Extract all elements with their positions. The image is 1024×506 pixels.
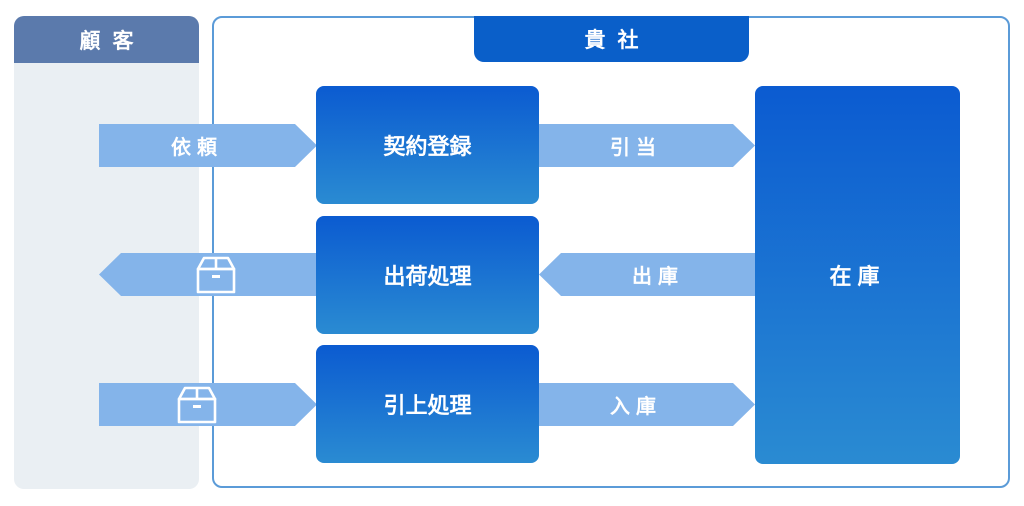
issue-arrow: 出庫 <box>539 253 755 296</box>
allocate-arrow: 引当 <box>539 124 755 167</box>
inventory-box: 在庫 <box>755 86 960 464</box>
receive-arrow-label: 入庫 <box>610 394 662 418</box>
request-arrow-label: 依頼 <box>171 135 223 159</box>
return-arrow <box>99 383 317 426</box>
package-icon <box>177 386 217 423</box>
shipping-process-box: 出荷処理 <box>316 216 539 334</box>
package-icon <box>196 256 236 293</box>
request-arrow: 依頼 <box>99 124 317 167</box>
request-arrow-shape <box>99 124 317 167</box>
company-lane-header: 貴社 <box>474 16 749 62</box>
receive-arrow-shape <box>539 383 755 426</box>
delivery-arrow <box>99 253 316 296</box>
pullback-process-box: 引上処理 <box>316 345 539 463</box>
allocate-arrow-label: 引当 <box>610 135 662 159</box>
customer-lane-header: 顧客 <box>14 16 199 63</box>
allocate-arrow-shape <box>539 124 755 167</box>
issue-arrow-label: 出庫 <box>632 264 684 288</box>
contract-registration-box: 契約登録 <box>316 86 539 204</box>
issue-arrow-shape <box>539 253 755 296</box>
delivery-arrow-shape <box>99 253 316 296</box>
receive-arrow: 入庫 <box>539 383 755 426</box>
return-arrow-shape <box>99 383 317 426</box>
